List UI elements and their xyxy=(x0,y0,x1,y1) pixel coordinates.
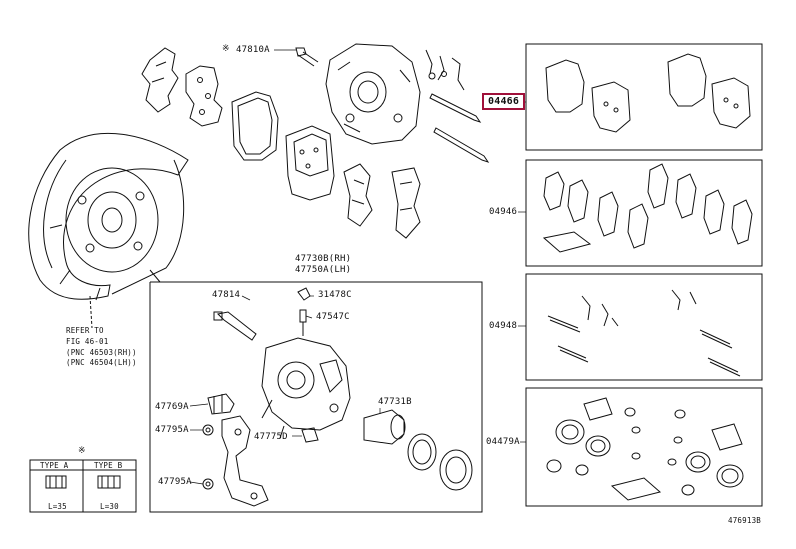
leader-lines xyxy=(189,49,526,485)
part-label-31478c[interactable]: 31478C xyxy=(318,290,352,300)
top-slide-bolt xyxy=(295,47,319,67)
figure-code: 476913B xyxy=(728,516,762,525)
springs-clips xyxy=(425,49,465,91)
anti-squeal-shim-outer xyxy=(141,47,179,113)
legend-length-b: L=30 xyxy=(100,502,119,511)
part-label-04946[interactable]: 04946 xyxy=(489,207,518,217)
caliper-body-detail xyxy=(261,337,351,439)
part-label-47795a-1[interactable]: 47795A xyxy=(155,425,189,435)
refer-line-3: (PNC 46503(RH)) xyxy=(66,348,137,357)
kit-box-seals xyxy=(525,387,763,507)
anti-squeal-shim-inner xyxy=(185,65,223,127)
kit-box-support xyxy=(525,273,763,381)
caliper-body-top xyxy=(325,43,421,145)
part-label-04948[interactable]: 04948 xyxy=(489,321,518,331)
legend-type-b: TYPE B xyxy=(94,461,123,470)
kit-box-fitting xyxy=(525,159,763,267)
refer-line-1: REFER TO xyxy=(66,326,104,335)
part-label-04479a[interactable]: 04479A xyxy=(486,437,520,447)
guide-pins-top xyxy=(429,93,490,163)
part-label-47795a-2[interactable]: 47795A xyxy=(158,477,192,487)
shim-kit-pieces xyxy=(343,163,421,239)
backing-plate xyxy=(28,132,189,329)
legend-star-mark: ※ xyxy=(78,446,86,456)
part-label-47814[interactable]: 47814 xyxy=(212,290,241,300)
part-label-47547c[interactable]: 47547C xyxy=(316,312,350,322)
part-label-47731b[interactable]: 47731B xyxy=(378,397,412,407)
part-label-47769a[interactable]: 47769A xyxy=(155,402,189,412)
boot-detail xyxy=(207,393,235,415)
part-label-47810a[interactable]: 47810A xyxy=(236,45,270,55)
guide-pin-detail xyxy=(213,311,257,341)
legend-length-a: L=35 xyxy=(48,502,67,511)
refer-line-4: (PNC 46504(LH)) xyxy=(66,358,137,367)
bolt-type-legend xyxy=(29,459,137,513)
mounting-bracket-detail xyxy=(221,415,269,507)
caliper-detail-frame xyxy=(149,281,483,513)
part-label-caliper-rh[interactable]: 47730B(RH) xyxy=(295,254,352,264)
part-label-04466-highlighted[interactable]: 04466 xyxy=(482,93,526,110)
bleeder-parts xyxy=(297,287,311,336)
piston-detail xyxy=(363,409,406,445)
star-mark-top: ※ xyxy=(222,44,230,54)
part-label-caliper-lh[interactable]: 47750A(LH) xyxy=(295,265,352,275)
seal-rings-detail xyxy=(407,433,473,491)
brake-pad-outer xyxy=(231,91,279,161)
slide-pin-small xyxy=(301,427,319,443)
brake-pad-inner xyxy=(285,125,335,201)
legend-type-a: TYPE A xyxy=(40,461,69,470)
bushing-detail xyxy=(202,424,214,490)
refer-line-2: FIG 46-01 xyxy=(66,337,109,346)
part-label-47775d[interactable]: 47775D xyxy=(254,432,288,442)
kit-box-pads xyxy=(525,43,763,151)
